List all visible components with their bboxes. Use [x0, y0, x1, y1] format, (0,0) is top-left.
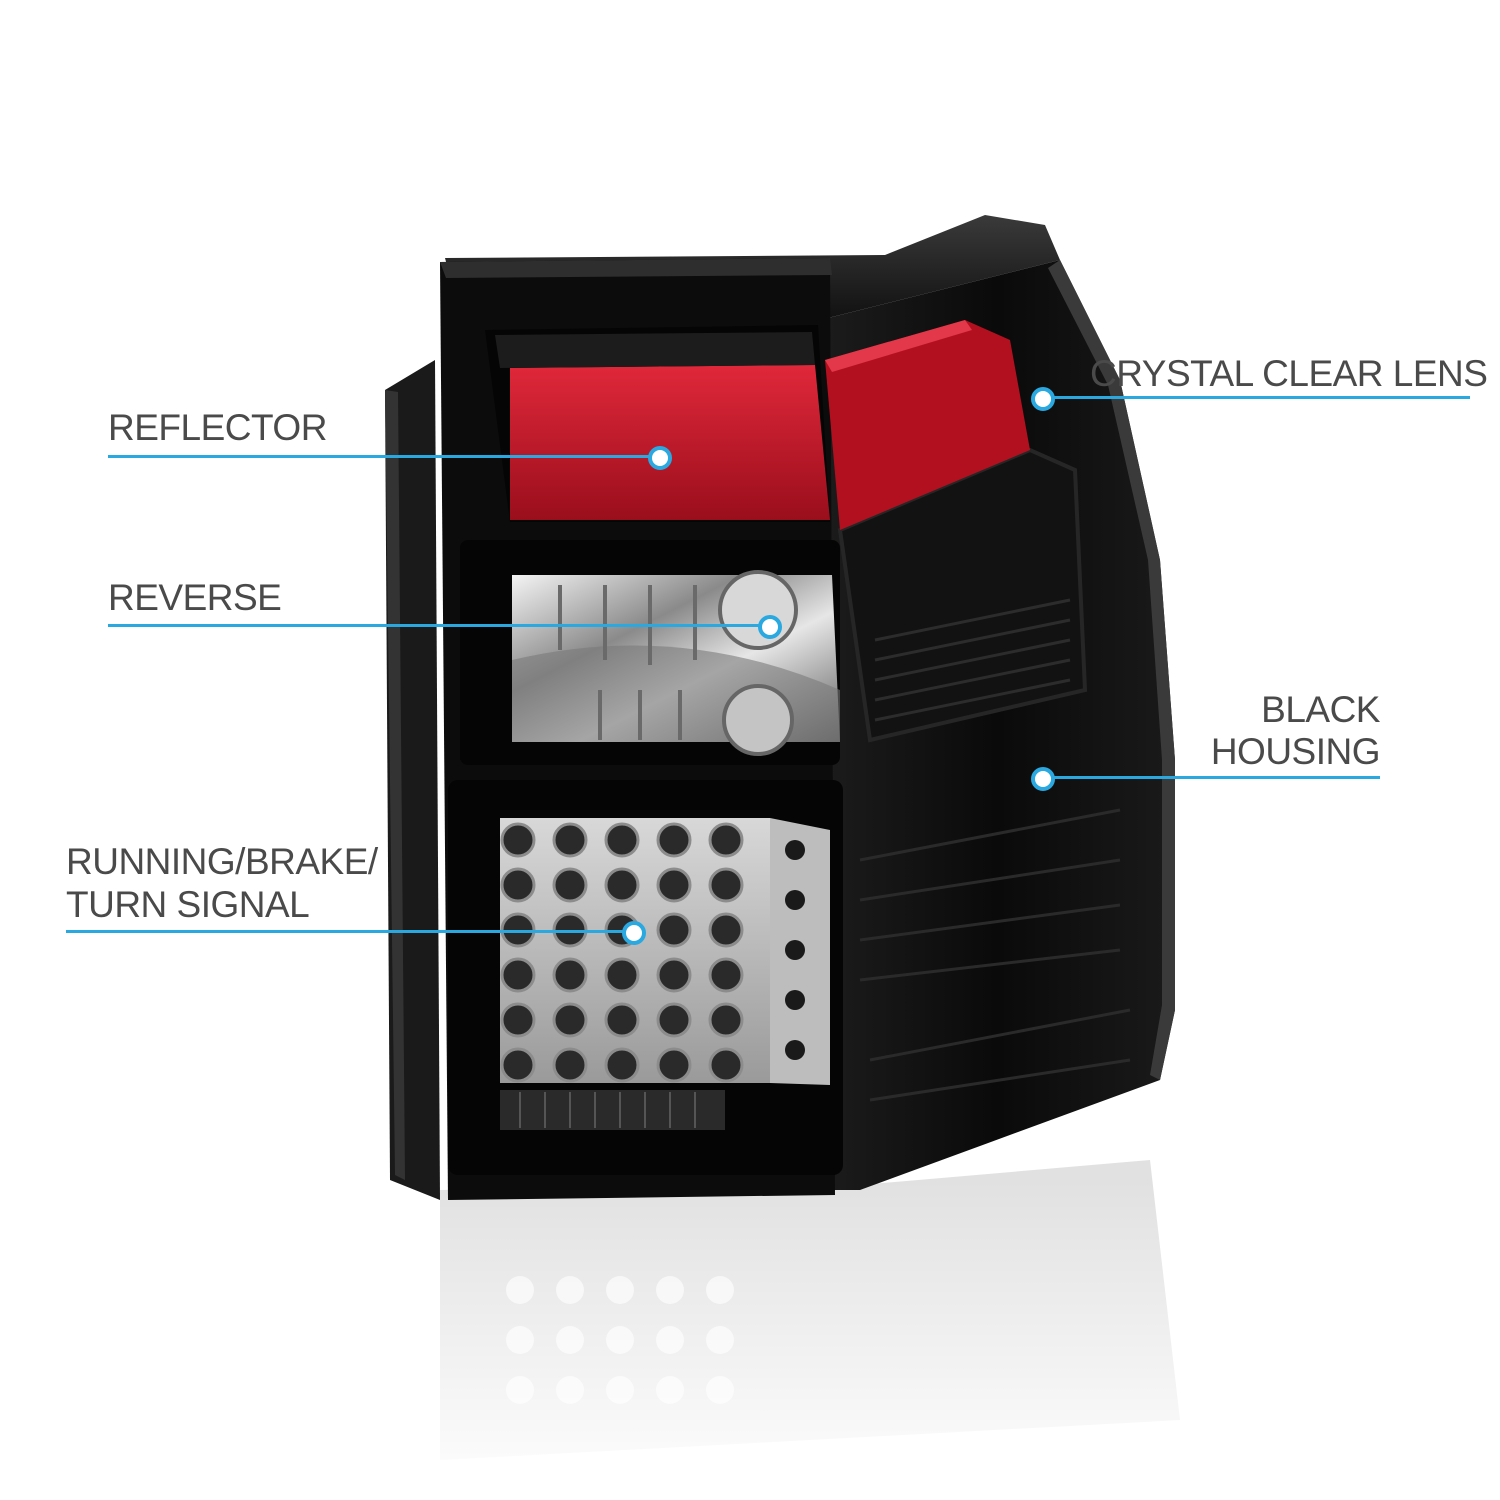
running-brake-marker-dot	[622, 921, 646, 945]
black-housing-leader-line	[1040, 776, 1380, 779]
running-brake-label-line1: RUNNING/BRAKE/	[66, 841, 378, 882]
crystal-clear-lens-label: CRYSTAL CLEAR LENS	[1090, 353, 1488, 394]
running-brake-label-line2: TURN SIGNAL	[66, 884, 310, 925]
crystal-clear-lens-leader-line	[1040, 396, 1470, 399]
running-brake-leader-line	[66, 930, 632, 933]
reflector-leader-line	[108, 455, 658, 458]
reverse-leader-line	[108, 624, 768, 627]
crystal-clear-lens-marker-dot	[1031, 387, 1055, 411]
black-housing-marker-dot	[1031, 767, 1055, 791]
reverse-marker-dot	[758, 615, 782, 639]
black-housing-label-line1: BLACK	[1261, 689, 1380, 730]
reflector-marker-dot	[648, 446, 672, 470]
reverse-label: REVERSE	[108, 577, 282, 618]
reflector-label: REFLECTOR	[108, 407, 327, 448]
black-housing-label-line2: HOUSING	[1210, 731, 1381, 772]
